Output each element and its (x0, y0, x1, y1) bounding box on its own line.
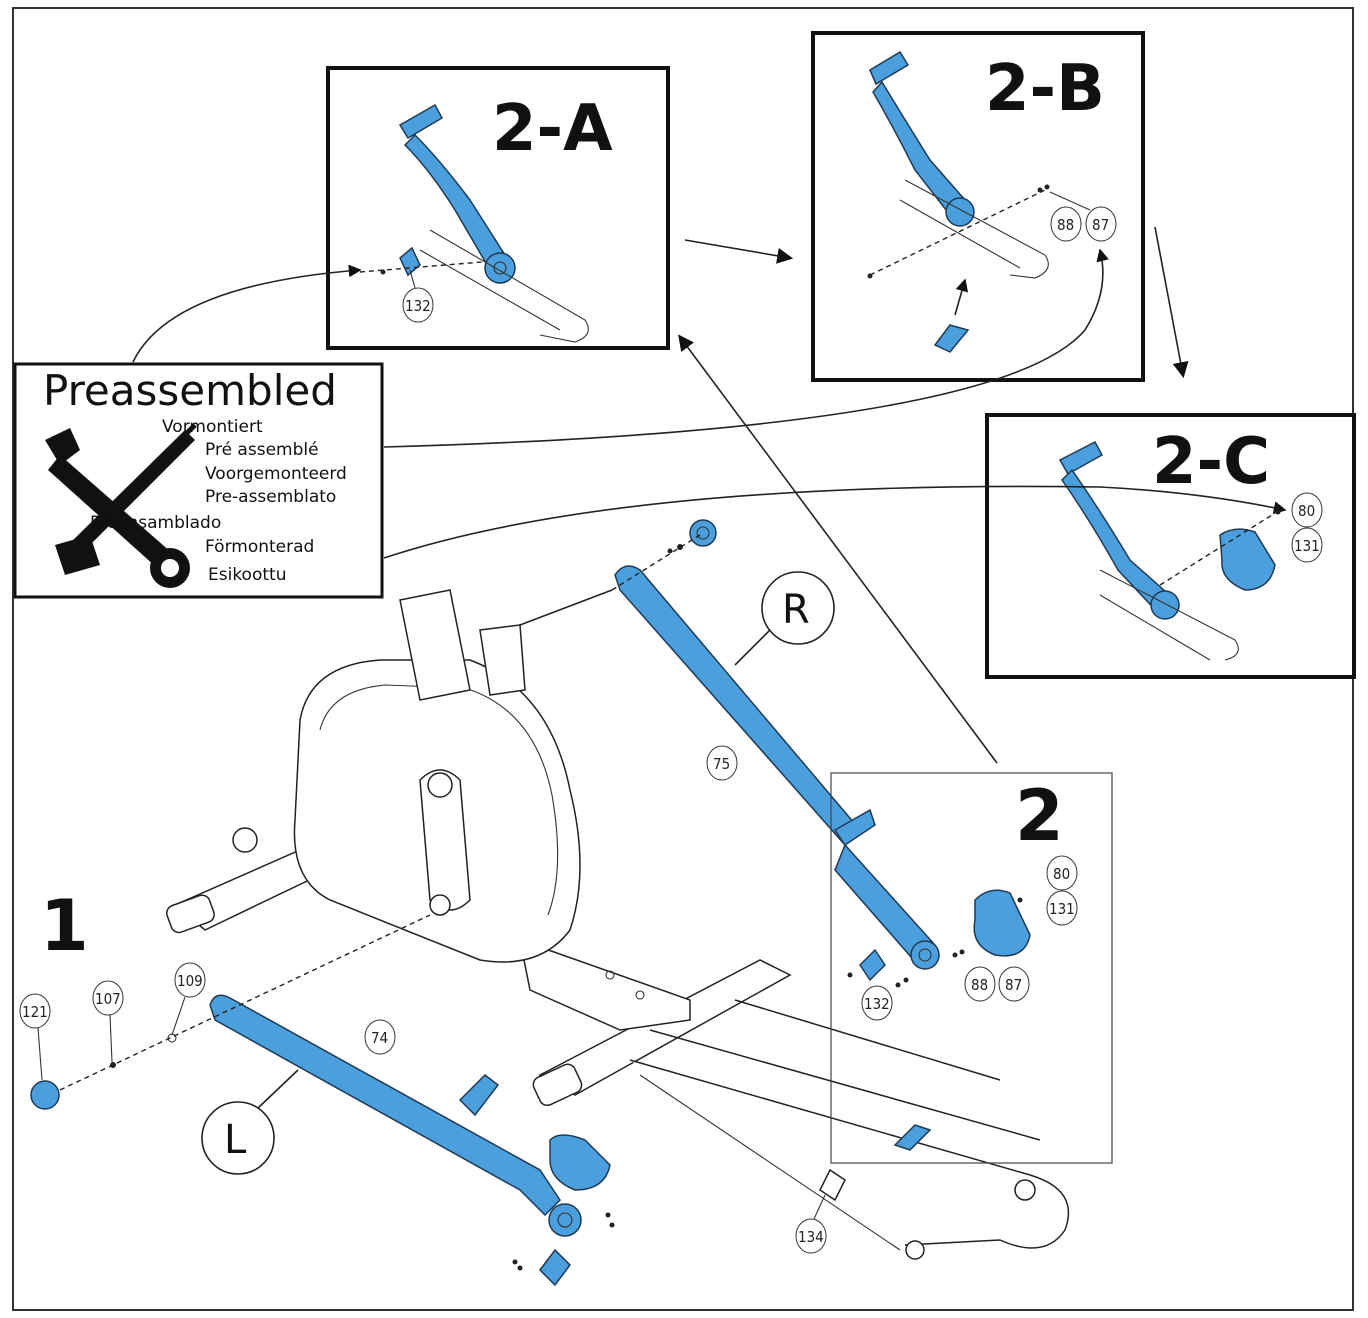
step-2a-box (326, 66, 670, 350)
svg-text:80: 80 (1298, 502, 1315, 520)
svg-text:80: 80 (1053, 865, 1070, 883)
svg-text:88: 88 (1057, 216, 1074, 234)
step-2a-label: 2-A (492, 92, 613, 166)
svg-text:88: 88 (971, 976, 988, 994)
svg-text:75: 75 (713, 755, 730, 773)
svg-text:121: 121 (22, 1003, 48, 1021)
step-2-label: 2 (1015, 775, 1064, 857)
right-pedal-arm (611, 519, 940, 970)
step-2b-box (811, 31, 1145, 382)
svg-text:131: 131 (1294, 537, 1320, 555)
callout-88-main: 88 (964, 966, 996, 1002)
trainer-frame (166, 589, 1070, 1260)
wrench-screwdriver-icon (45, 423, 197, 588)
svg-text:132: 132 (864, 995, 890, 1013)
left-pedal-arm (30, 914, 611, 1287)
preassembled-title: Preassembled (43, 366, 337, 415)
step-2a-drawing (359, 103, 589, 343)
callout-75: 75 (706, 745, 738, 781)
svg-text:R: R (782, 587, 810, 633)
svg-text:109: 109 (177, 972, 203, 990)
lang-es: Preensamblado (90, 513, 221, 533)
lang-sv: Förmonterad (205, 537, 314, 557)
svg-text:L: L (224, 1117, 247, 1163)
callout-88-2b: 88 (1050, 206, 1082, 242)
svg-text:87: 87 (1092, 216, 1109, 234)
lang-fi: Esikoottu (208, 565, 286, 585)
step-2-box (830, 772, 1113, 1164)
step-2c-label: 2-C (1152, 425, 1270, 499)
side-label-left: L (201, 1069, 299, 1175)
step-2c-drawing (1058, 440, 1281, 661)
step-1-label: 1 (40, 885, 89, 967)
step-2-parts (859, 889, 1031, 982)
svg-text:134: 134 (798, 1228, 824, 1246)
svg-text:131: 131 (1049, 900, 1075, 918)
callout-134: 134 (795, 1194, 827, 1254)
callout-121: 121 (19, 993, 51, 1081)
callout-109: 109 (171, 962, 206, 1036)
callout-80-main: 80 (1046, 855, 1078, 891)
callout-107: 107 (92, 980, 124, 1063)
svg-text:87: 87 (1005, 976, 1022, 994)
svg-text:107: 107 (95, 990, 121, 1008)
lang-it: Pre-assemblato (205, 487, 336, 507)
callout-87-main: 87 (998, 966, 1030, 1002)
side-label-right: R (734, 571, 835, 666)
callout-132-2a: 132 (402, 269, 434, 323)
lang-fr: Pré assemblé (205, 440, 319, 460)
svg-text:132: 132 (405, 297, 431, 315)
callout-80-2c: 80 (1291, 492, 1323, 528)
callout-74: 74 (364, 1019, 396, 1055)
callout-132-main: 132 (861, 985, 893, 1021)
callout-131-2c: 131 (1291, 527, 1323, 563)
callout-87-2b: 87 (1049, 191, 1117, 242)
step-2b-label: 2-B (985, 52, 1105, 126)
callout-131-main: 131 (1046, 890, 1078, 926)
step-2b-drawing (869, 50, 1049, 353)
end-cap (532, 1063, 583, 1107)
lang-de: Vormontiert (162, 417, 263, 437)
lang-nl: Voorgemonteerd (205, 464, 347, 484)
svg-text:74: 74 (371, 1029, 388, 1047)
connector-lines (132, 226, 1287, 764)
hardware-dots (110, 184, 1281, 1271)
